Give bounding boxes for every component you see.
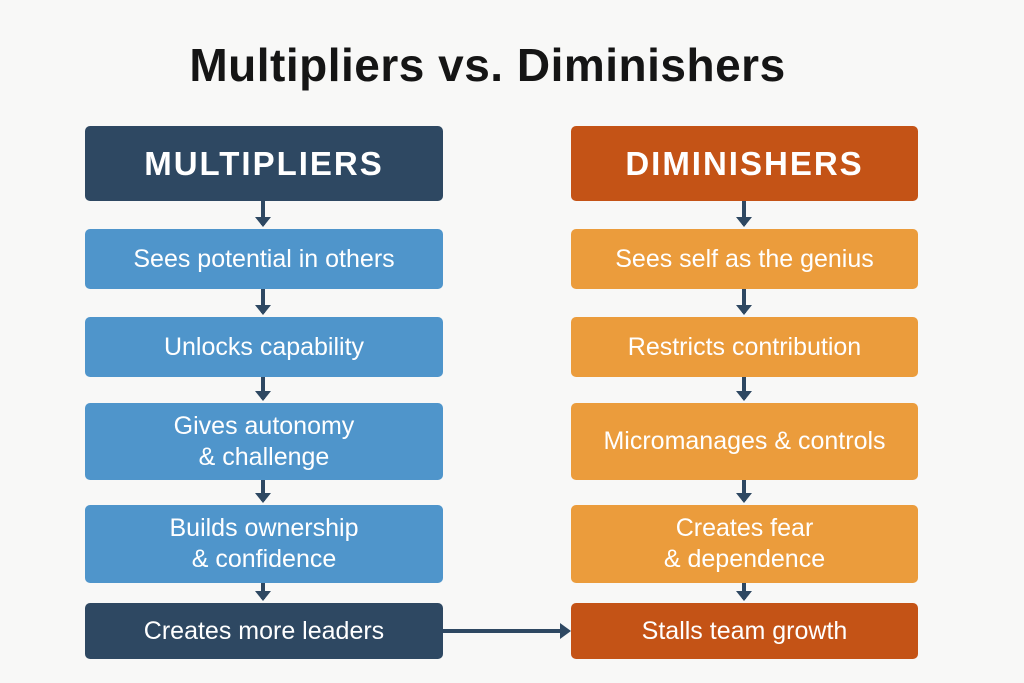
multipliers-step-3: Gives autonomy & challenge xyxy=(85,403,443,480)
page-title: Multipliers vs. Diminishers xyxy=(189,39,786,91)
arrow-down xyxy=(255,377,271,401)
arrow-down xyxy=(736,377,752,401)
diminishers-step-2: Restricts contribution xyxy=(571,317,918,377)
arrow-down xyxy=(736,289,752,315)
arrow-down xyxy=(736,201,752,227)
multipliers-outcome: Creates more leaders xyxy=(85,603,443,659)
arrow-right xyxy=(443,623,571,639)
arrow-down xyxy=(736,480,752,503)
diminishers-outcome: Stalls team growth xyxy=(571,603,918,659)
arrow-down xyxy=(736,583,752,601)
arrow-down xyxy=(255,583,271,601)
arrow-down xyxy=(255,480,271,503)
diminishers-step-4: Creates fear & dependence xyxy=(571,505,918,583)
multipliers-header: MULTIPLIERS xyxy=(85,126,443,201)
multipliers-step-4: Builds ownership & confidence xyxy=(85,505,443,583)
multipliers-step-2: Unlocks capability xyxy=(85,317,443,377)
multipliers-step-1: Sees potential in others xyxy=(85,229,443,289)
diminishers-step-3: Micromanages & controls xyxy=(571,403,918,480)
arrow-down xyxy=(255,289,271,315)
arrow-down xyxy=(255,201,271,227)
diminishers-header: DIMINISHERS xyxy=(571,126,918,201)
diminishers-step-1: Sees self as the genius xyxy=(571,229,918,289)
